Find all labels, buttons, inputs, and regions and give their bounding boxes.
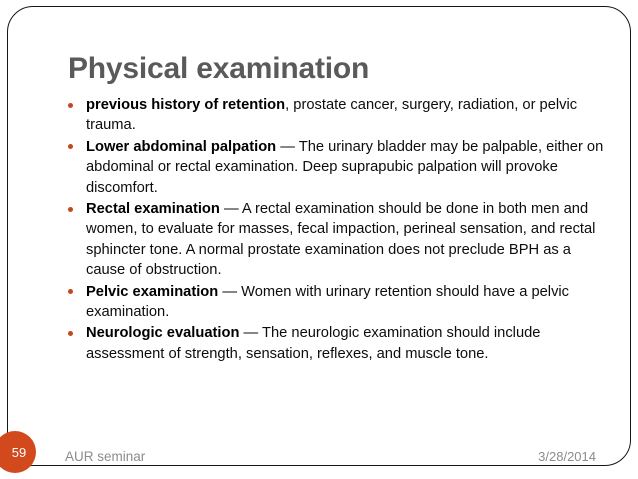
bullet-item: Neurologic evaluation — The neurologic e… <box>62 323 604 364</box>
bullet-lead-term: Rectal examination <box>86 201 220 218</box>
bullet-item: Rectal examination — A rectal examinatio… <box>62 199 604 281</box>
bullet-item: previous history of retention, prostate … <box>62 95 604 136</box>
bullet-lead-term: Neurologic evaluation <box>86 325 240 342</box>
bullet-item: Pelvic examination — Women with urinary … <box>62 282 604 323</box>
bullet-body-text: — Women with urinary retention should ha… <box>86 283 570 321</box>
bullet-list: previous history of retention, prostate … <box>62 95 604 365</box>
bullet-body-text: , prostate cancer, surgery, radiation, o… <box>86 97 578 134</box>
footer-label: AUR seminar <box>65 449 146 464</box>
bullet-lead-term: Pelvic examination <box>86 283 219 300</box>
slide-number-badge: 59 <box>0 431 36 473</box>
bullet-item: Lower abdominal palpation — The urinary … <box>62 137 604 198</box>
slide-title: Physical examination <box>68 52 370 85</box>
bullet-body-text: — The neurologic examination should incl… <box>86 325 541 362</box>
bullet-dot-icon <box>68 330 73 336</box>
bullet-dot-icon <box>68 289 73 295</box>
bullet-dot-icon <box>68 102 73 108</box>
footer-date: 3/28/2014 <box>538 449 596 464</box>
bullet-dot-icon <box>68 206 73 212</box>
bullet-lead-term: previous history of retention <box>86 97 286 113</box>
bullet-body-text: — A rectal examination should be done in… <box>86 201 596 279</box>
bullet-body-text: — The urinary bladder may be palpable, e… <box>86 138 604 196</box>
bullet-dot-icon <box>68 144 73 150</box>
bullet-lead-term: Lower abdominal palpation <box>86 138 277 155</box>
